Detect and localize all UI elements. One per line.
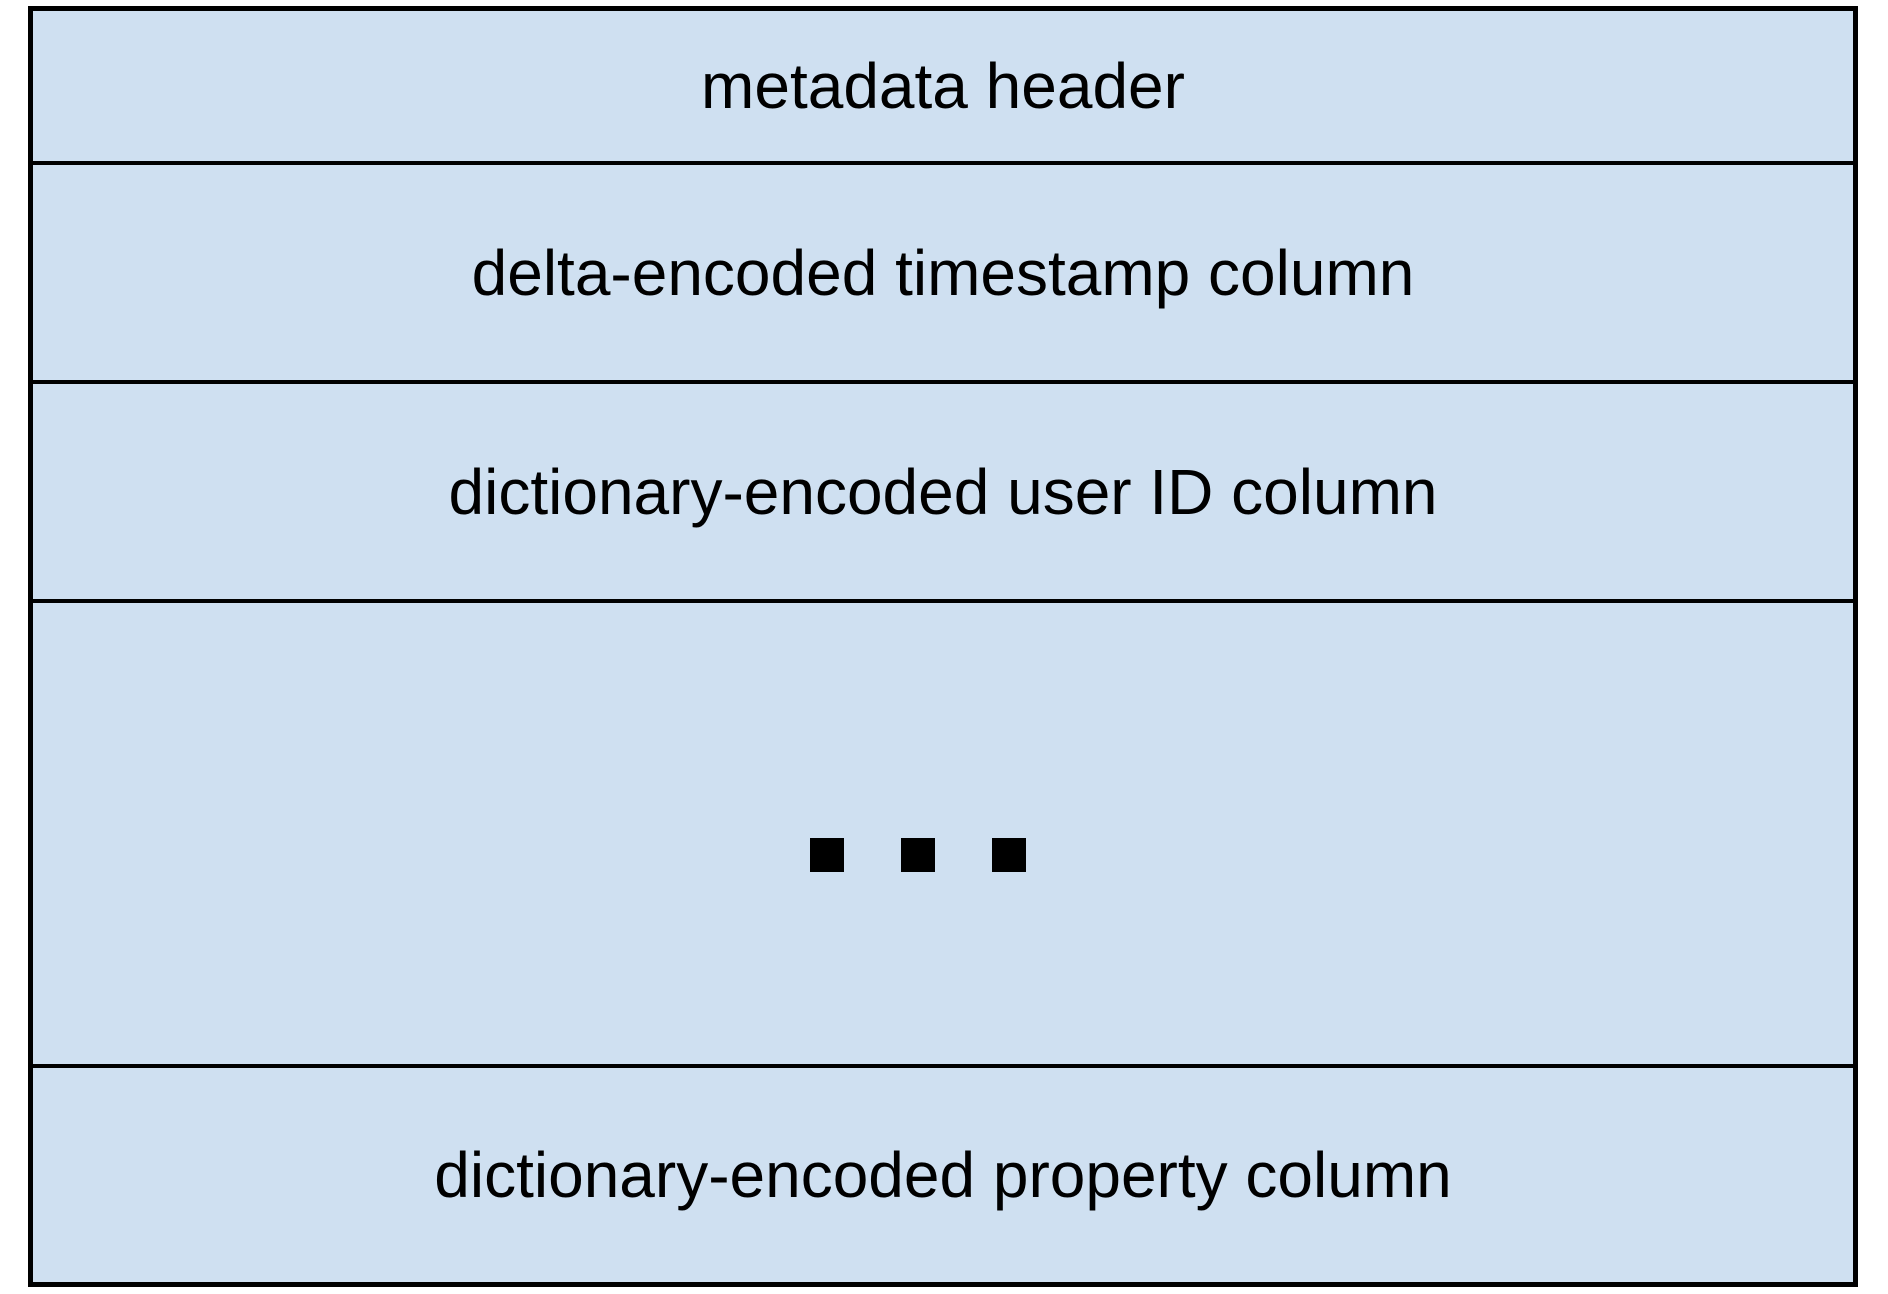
row-metadata-header: metadata header	[33, 11, 1853, 161]
row-user-id-column: dictionary-encoded user ID column	[33, 380, 1853, 599]
row-label-user-id-column: dictionary-encoded user ID column	[448, 455, 1438, 528]
ellipsis-squares	[810, 837, 1026, 872]
ellipsis-square-icon	[810, 837, 844, 872]
row-timestamp-column: delta-encoded timestamp column	[33, 161, 1853, 380]
file-layout-box: metadata header delta-encoded timestamp …	[28, 6, 1858, 1287]
ellipsis-square-icon	[901, 837, 935, 872]
row-label-property-column: dictionary-encoded property column	[434, 1139, 1452, 1211]
row-ellipsis	[33, 599, 1853, 1064]
row-label-timestamp-column: delta-encoded timestamp column	[471, 236, 1415, 309]
row-property-column: dictionary-encoded property column	[33, 1064, 1853, 1282]
ellipsis-square-icon	[992, 837, 1026, 872]
row-label-metadata-header: metadata header	[701, 50, 1185, 122]
